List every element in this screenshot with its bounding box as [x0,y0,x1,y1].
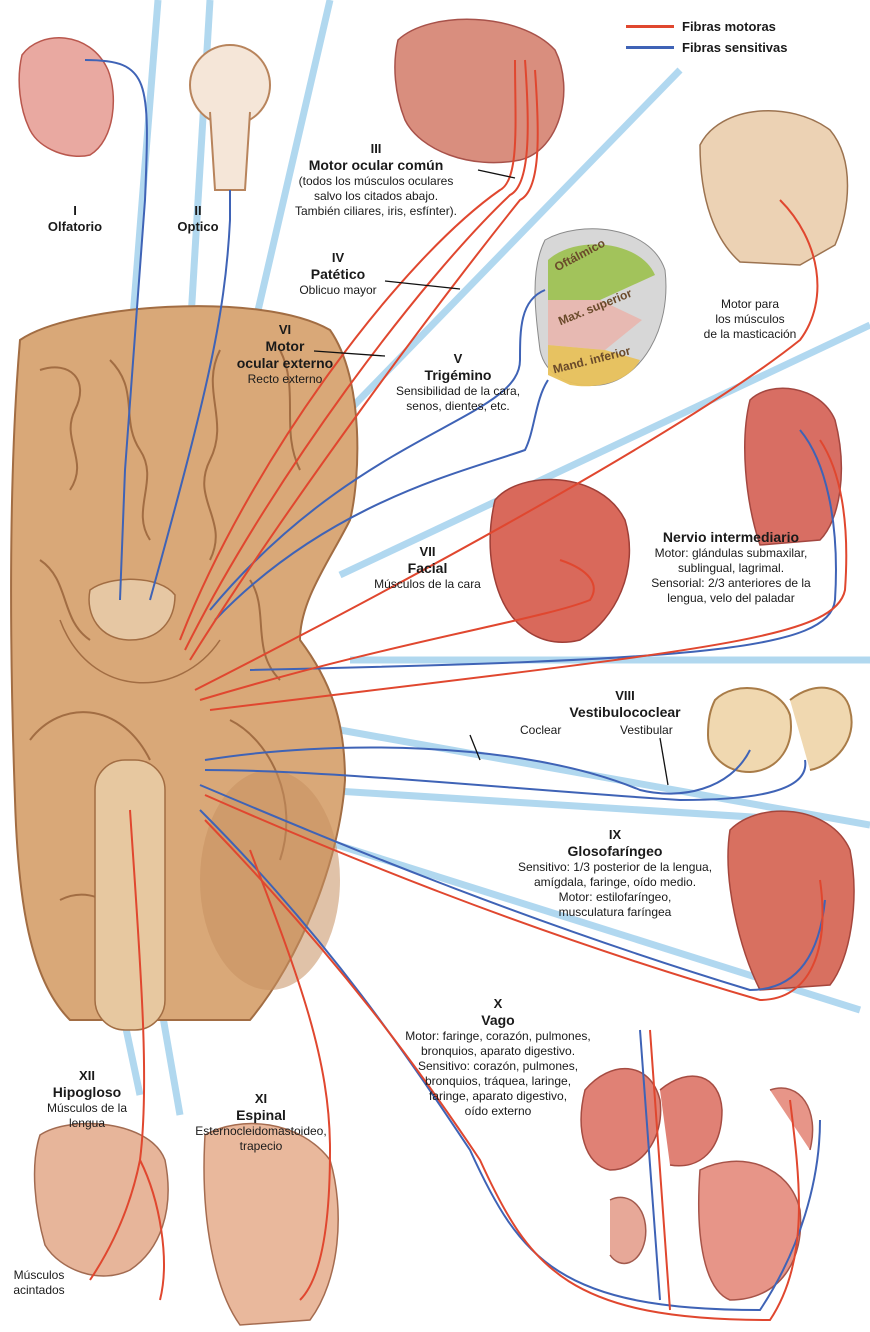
legend: Fibras motoras Fibras sensitivas [626,16,788,58]
name-olfatorio: Olfatorio [30,219,120,235]
desc-line: salvo los citados abajo. [276,189,476,204]
label-vestibulococlear: VIII Vestibulococlear [560,688,690,721]
label-olfatorio: I Olfatorio [30,203,120,235]
legend-sensory: Fibras sensitivas [626,37,788,58]
desc-line: Motor: glándulas submaxilar, [636,546,826,561]
label-masticacion: Motor para los músculos de la masticació… [690,297,810,342]
desc-line: amígdala, faringe, oído medio. [510,875,720,890]
name-facial: Facial [365,560,490,577]
numeral-vi: VI [230,322,340,338]
label-facial: VII Facial Músculos de la cara [365,544,490,592]
numeral-ix: IX [510,827,720,843]
label-glosofaringeo: IX Glosofaríngeo Sensitivo: 1/3 posterio… [510,827,720,920]
legend-motor: Fibras motoras [626,16,788,37]
desc-line: Motor para [690,297,810,312]
numeral-xii: XII [32,1068,142,1084]
legend-sensory-label: Fibras sensitivas [682,40,788,55]
numeral-iii: III [276,141,476,157]
desc-line: Sensibilidad de la cara, [388,384,528,399]
label-vestibular: Vestibular [620,723,673,738]
inner-ear-illustration [708,688,852,772]
ray-glosofaringeo [320,790,800,820]
tongue-illustration [35,1124,169,1276]
label-motor-ocular-comun: III Motor ocular común (todos los múscul… [276,141,476,219]
numeral-vii: VII [365,544,490,560]
label-optico: II Optico [158,203,238,235]
desc-line: de la masticación [690,327,810,342]
numeral-v: V [388,351,528,367]
desc-line: Sensitivo: 1/3 posterior de la lengua, [510,860,720,875]
name-hipogloso: Hipogloso [32,1084,142,1101]
desc-line: También ciliares, iris, esfínter). [276,204,476,219]
desc-line: bronquios, tráquea, laringe, [398,1074,598,1089]
outer-ear-illustration [610,1197,646,1263]
nasal-cavity-illustration [745,388,842,545]
name-vestibulococlear: Vestibulococlear [560,704,690,721]
label-espinal: XI Espinal Esternocleidomastoideo, trape… [186,1091,336,1154]
name-vago: Vago [398,1012,598,1029]
desc-line: faringe, aparato digestivo, [398,1089,598,1104]
ray-olfatorio [132,0,158,330]
name-optico: Optico [158,219,238,235]
numeral-xi: XI [186,1091,336,1107]
name-trigemino: Trigémino [388,367,528,384]
desc-line: los músculos [690,312,810,327]
label-musculos-acintados: Músculos acintados [0,1268,78,1298]
skull-illustration [700,111,848,265]
desc-line: lengua [32,1116,142,1131]
label-patetico: IV Patético Oblicuo mayor [288,250,388,298]
desc-line: Motor: faringe, corazón, pulmones, [398,1029,598,1044]
numeral-iv: IV [288,250,388,266]
ray-optico [190,0,210,335]
desc-line: musculatura faríngea [510,905,720,920]
desc-line: (todos los músculos oculares [276,174,476,189]
label-coclear: Coclear [520,723,561,738]
lungs-heart-illustration [581,1069,722,1170]
desc-line: Músculos de la [32,1101,142,1116]
name-espinal: Espinal [186,1107,336,1124]
desc-line: lengua, velo del paladar [636,591,826,606]
name-patetico: Patético [288,266,388,283]
pharynx-illustration [728,811,854,990]
nose-illustration [19,38,113,156]
name-motor-ocular-comun: Motor ocular común [276,157,476,174]
desc-line: Músculos [0,1268,78,1283]
desc-line: Motor: estilofaríngeo, [510,890,720,905]
numeral-ii: II [158,203,238,219]
desc-line: Músculos de la cara [365,577,490,592]
name-glosofaringeo: Glosofaríngeo [510,843,720,860]
desc-line: Sensorial: 2/3 anteriores de la [636,576,826,591]
label-vago: X Vago Motor: faringe, corazón, pulmones… [398,996,598,1119]
name-nervio-intermediario: Nervio intermediario [636,529,826,546]
label-trigemino: V Trigémino Sensibilidad de la cara, sen… [388,351,528,414]
numeral-i: I [30,203,120,219]
legend-motor-label: Fibras motoras [682,19,776,34]
numeral-x: X [398,996,598,1012]
desc-line: sublingual, lagrimal. [636,561,826,576]
desc-line: Esternocleidomastoideo, [186,1124,336,1139]
motor-swatch [626,25,674,28]
desc-line: Oblicuo mayor [288,283,388,298]
desc-line: Sensitivo: corazón, pulmones, [398,1059,598,1074]
numeral-viii: VIII [560,688,690,704]
desc-line: senos, dientes, etc. [388,399,528,414]
label-hipogloso: XII Hipogloso Músculos de la lengua [32,1068,142,1131]
sensory-swatch [626,46,674,49]
name-motor: Motor [230,338,340,355]
desc-line: bronquios, aparato digestivo. [398,1044,598,1059]
desc-line: Recto externo [230,372,340,387]
label-motor-ocular-externo: VI Motor ocular externo Recto externo [230,322,340,387]
desc-line: oído externo [398,1104,598,1119]
desc-line: trapecio [186,1139,336,1154]
name-ocular-externo: ocular externo [230,355,340,372]
label-nervio-intermediario: Nervio intermediario Motor: glándulas su… [636,529,826,606]
desc-line: acintados [0,1283,78,1298]
